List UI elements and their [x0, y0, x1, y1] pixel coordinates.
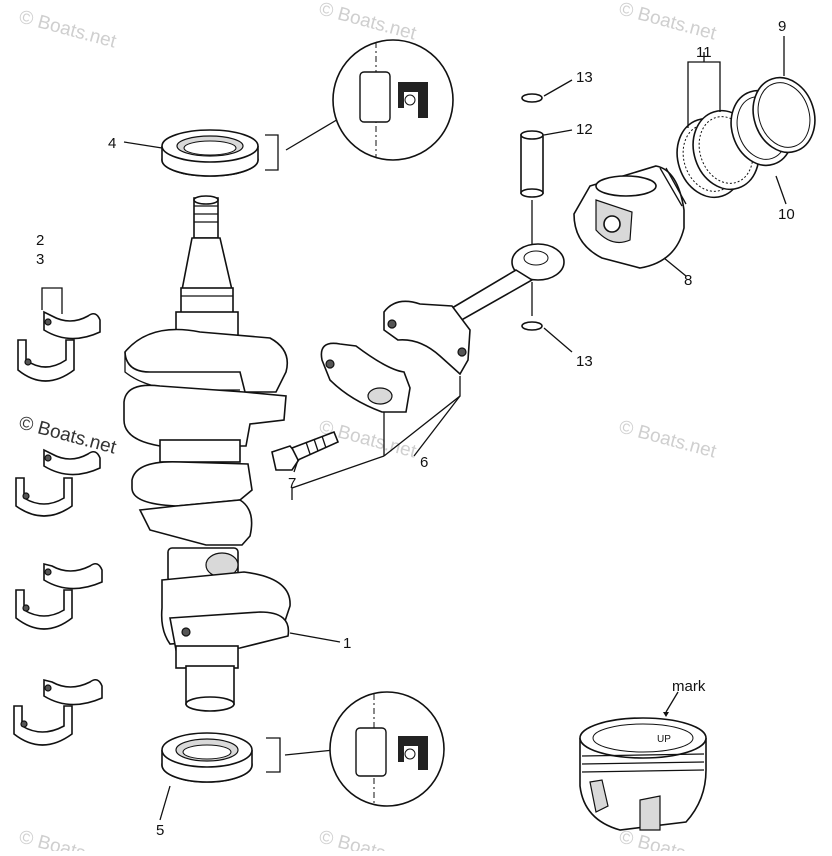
piston-pin [520, 130, 544, 198]
callout-7: 7 [288, 475, 296, 492]
callout-numbers: 1 2 3 4 5 6 7 8 9 10 11 12 13 13 [36, 18, 795, 839]
circlip-top [521, 93, 543, 103]
watermark-bottom-left: © Boats.net [17, 827, 119, 851]
watermark-mid-right: © Boats.net [617, 417, 719, 463]
main-bearing-4 [13, 678, 103, 746]
seal-top-detail-circle [332, 39, 454, 161]
callout-13-top: 13 [576, 69, 593, 86]
watermark-bottom-center: © Boats.net [317, 827, 419, 851]
watermark-top-right: © Boats.net [617, 0, 719, 45]
watermark-bottom-right: © Boats.net [617, 827, 719, 851]
piston-mark-view: UP [579, 712, 707, 831]
main-bearing-2 [15, 448, 101, 517]
callout-12: 12 [576, 121, 593, 138]
watermark-top-left: © Boats.net [17, 7, 119, 53]
seal-bottom-bracket [266, 737, 281, 773]
circlip-bottom [521, 321, 543, 331]
seal-top-bracket [265, 134, 279, 171]
piston-up-text: UP [657, 734, 671, 745]
watermark-top-center: © Boats.net [317, 0, 419, 45]
callout-13-bottom: 13 [576, 353, 593, 370]
seal-bottom-detail-circle [329, 691, 445, 807]
callout-6: 6 [420, 454, 428, 471]
callout-8: 8 [684, 272, 692, 289]
mark-label: mark [672, 678, 706, 695]
callout-11: 11 [696, 44, 712, 61]
bearing-leader [41, 287, 63, 314]
callout-5: 5 [156, 822, 164, 839]
seal-top-leader [285, 117, 341, 151]
seal-bottom-leader [284, 749, 335, 756]
callout-3: 3 [36, 251, 44, 268]
main-bearing-3 [15, 562, 103, 630]
rod-cap [320, 342, 411, 413]
bolt [271, 430, 340, 471]
callout-10: 10 [778, 206, 795, 223]
oil-seal-top [161, 129, 259, 177]
callout-4: 4 [108, 135, 116, 152]
connecting-rod [383, 243, 565, 376]
callout-1: 1 [343, 635, 351, 652]
piston [573, 165, 687, 269]
crankshaft [123, 195, 291, 712]
leader-lines [123, 36, 787, 821]
callout-9: 9 [778, 18, 786, 35]
mark-arrow-icon [663, 712, 669, 717]
piston-rings [676, 76, 816, 199]
callout-2: 2 [36, 232, 44, 249]
watermark-dark: © Boats.net [17, 413, 119, 459]
main-bearing-1 [17, 310, 101, 382]
oil-seal-bottom [161, 732, 253, 783]
mark-leader [665, 691, 679, 713]
